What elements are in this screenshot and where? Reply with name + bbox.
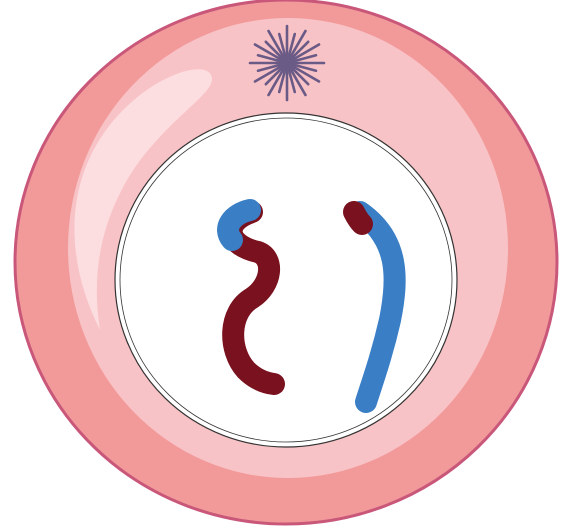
centrosome-core — [278, 54, 296, 72]
chromatid-red — [354, 212, 362, 224]
nucleus — [115, 113, 457, 447]
nuclear-envelope — [115, 113, 457, 447]
